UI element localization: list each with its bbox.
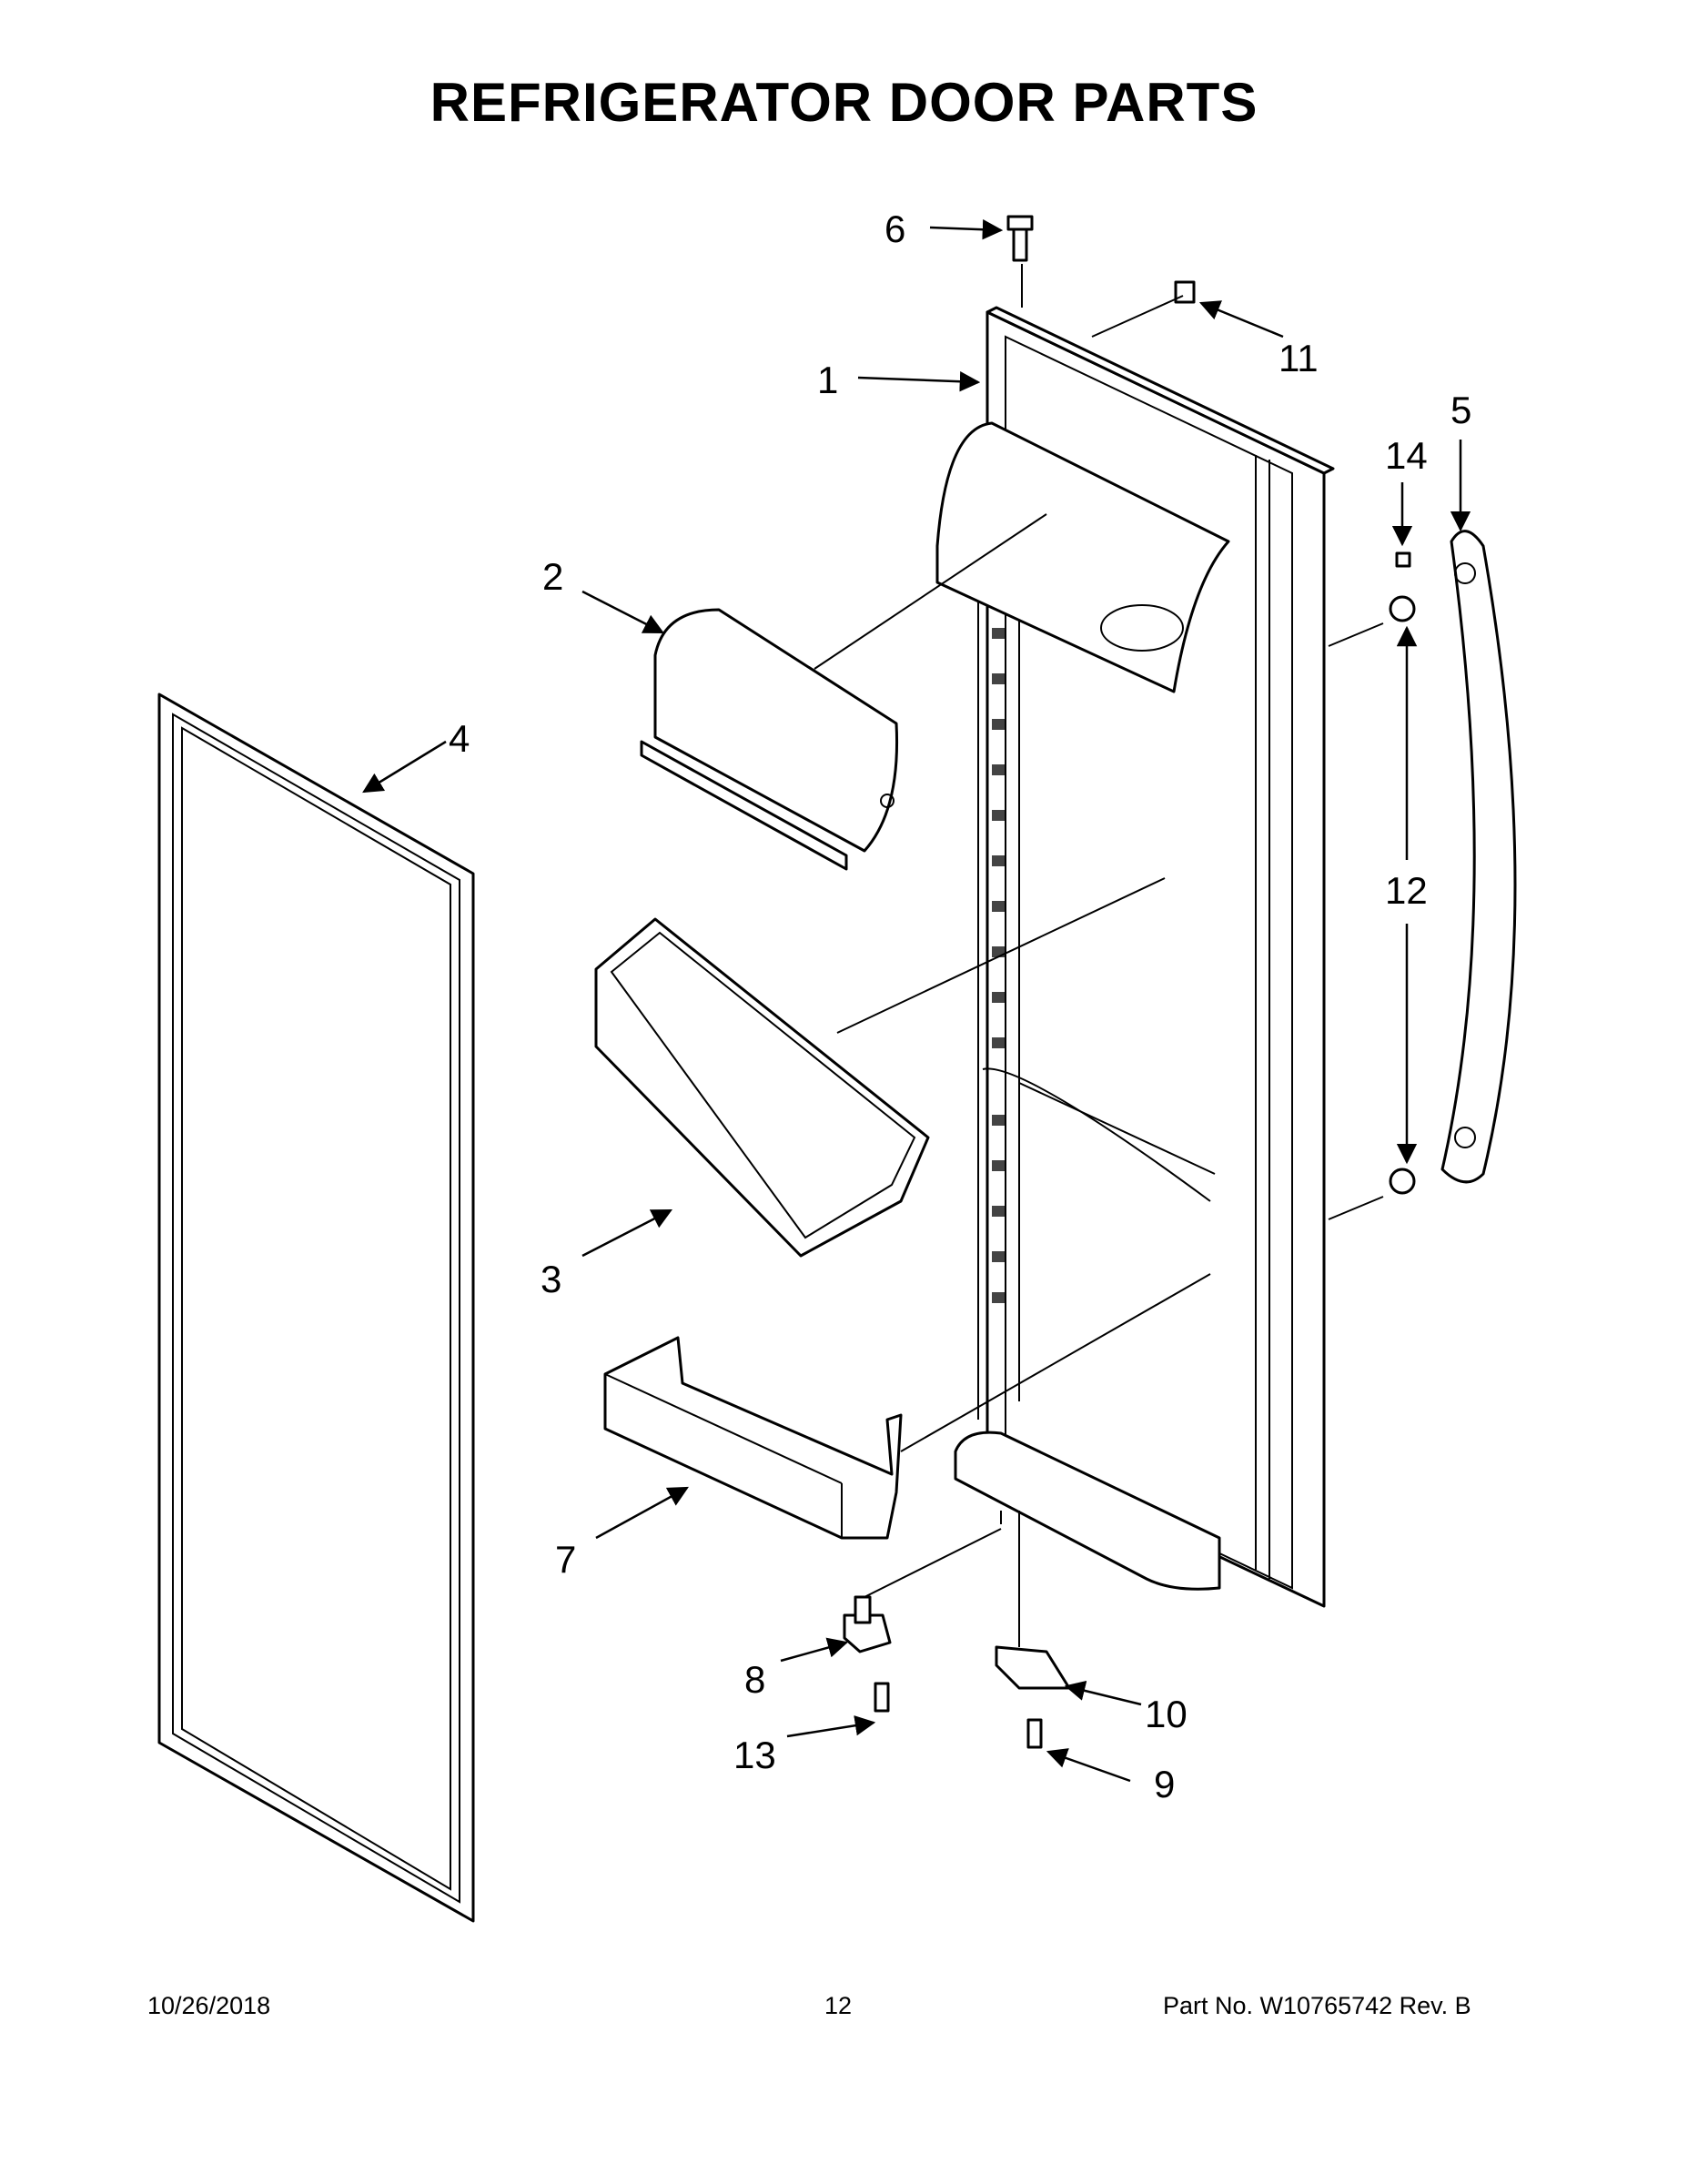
callout-5: 5 (1450, 389, 1471, 431)
callout-8: 8 (744, 1658, 765, 1701)
door-label-part (1174, 280, 1196, 304)
callout-3: 3 (541, 1258, 561, 1300)
bottom-door-bin-part (603, 1336, 903, 1540)
callout-14: 14 (1385, 434, 1428, 477)
callout-6: 6 (884, 207, 905, 250)
callout-13: 13 (733, 1734, 776, 1776)
bottom-hinge-screw-part (1026, 1718, 1043, 1749)
callout-1: 1 (817, 359, 838, 401)
callout-2: 2 (542, 555, 563, 598)
handle-stud-bottom-part (1389, 1168, 1416, 1195)
page-title: REFRIGERATOR DOOR PARTS (430, 72, 1258, 133)
callout-7: 7 (555, 1538, 576, 1581)
door-liner-part (935, 306, 1335, 1608)
hinge-pin-plug-part (1006, 215, 1034, 262)
callout-11: 11 (1279, 337, 1319, 379)
assembly-guide-lines (814, 264, 1384, 1647)
door-bin-part (594, 917, 930, 1258)
callout-4: 4 (449, 717, 470, 760)
handle-set-screw-part (1395, 551, 1411, 568)
handle-stud-top-part (1389, 595, 1416, 622)
callout-12: 12 (1385, 869, 1428, 912)
bottom-hinge-plate-part (995, 1645, 1071, 1690)
hinge-screw-part (874, 1682, 890, 1713)
footer-part-number: Part No. W10765742 Rev. B (1163, 1992, 1471, 2019)
door-handle-part (1440, 530, 1517, 1184)
door-gasket-part (157, 693, 475, 1923)
shelf-bracket-holes (992, 628, 1005, 1303)
footer-page-number: 12 (824, 1992, 853, 2019)
dairy-compartment-part (640, 608, 899, 871)
footer-date: 10/26/2018 (147, 1992, 271, 2019)
callout-10: 10 (1145, 1693, 1188, 1735)
callout-leaders (362, 218, 1471, 1783)
hinge-part (843, 1595, 892, 1653)
callout-labels: 1 2 3 4 5 6 7 8 9 10 11 12 13 14 (449, 207, 1471, 1805)
callout-9: 9 (1154, 1763, 1175, 1805)
